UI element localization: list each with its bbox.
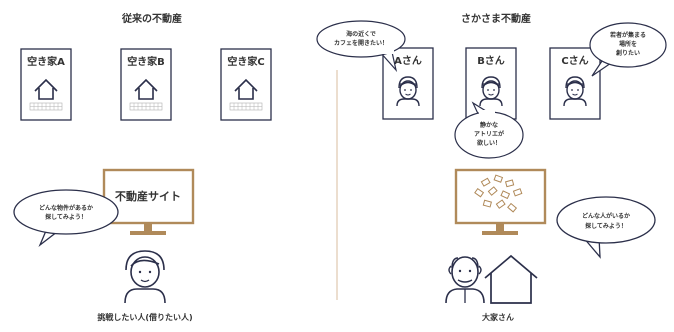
profile-c-bubble-line-3: 創りたい — [615, 49, 640, 57]
profile-b-bubble-line-3: 欲しい！ — [476, 139, 501, 147]
profile-c-speech-bubble: 若者が集まる 場所を 創りたい — [589, 22, 667, 77]
owner-speech-bubble: どんな人がいるか 探してみよう！ — [556, 196, 656, 259]
real-estate-site-label: 不動産サイト — [115, 189, 181, 203]
profile-a-speech-bubble: 海の近くで カフェを開きたい！ — [316, 20, 406, 73]
profile-card-label: Bさん — [477, 55, 505, 67]
seeker-caption: 挑戦したい人(借りたい人) — [97, 312, 192, 322]
owner-bubble-line-2: 探してみよう！ — [585, 222, 627, 230]
left-panel-title: 従来の不動産 — [121, 12, 182, 25]
house-icon — [484, 254, 538, 304]
listing-card-label: 空き家C — [227, 55, 264, 68]
seeker-bubble-line-2: 探してみよう！ — [45, 213, 87, 221]
listing-card-c[interactable]: 空き家C — [220, 48, 272, 121]
listing-card-a[interactable]: 空き家A — [20, 48, 72, 121]
profile-card-label: Aさん — [394, 55, 422, 67]
scattered-profile-cards-icon — [474, 174, 523, 213]
profile-b-speech-bubble: 静かな アトリエが 欲しい！ — [454, 101, 524, 159]
profile-b-bubble-line-2: アトリエが — [474, 130, 504, 138]
landlord-person-icon — [445, 256, 485, 304]
profile-card-b[interactable]: Bさん — [465, 47, 517, 120]
profiles-site-monitor — [454, 168, 547, 235]
right-panel-title: さかさま不動産 — [461, 12, 531, 25]
listing-card-label: 空き家A — [27, 55, 65, 68]
profile-b-bubble-line-1: 静かな — [480, 121, 498, 129]
profile-a-bubble-line-2: カフェを開きたい！ — [334, 39, 388, 47]
profile-card-label: Cさん — [561, 55, 588, 67]
profile-c-bubble-line-1: 若者が集まる — [610, 31, 646, 39]
seeker-bubble-line-1: どんな物件があるか — [39, 204, 93, 212]
profile-card-c[interactable]: Cさん — [549, 47, 601, 120]
listing-card-b[interactable]: 空き家B — [120, 48, 172, 121]
profile-c-bubble-line-2: 場所を — [619, 40, 637, 48]
profile-a-bubble-line-1: 海の近くで — [346, 30, 376, 38]
real-estate-site-monitor: 不動産サイト — [102, 168, 195, 235]
listing-card-label: 空き家B — [127, 55, 165, 68]
seeker-speech-bubble: どんな物件があるか 探してみよう！ — [13, 189, 119, 248]
seeker-person-icon — [124, 250, 166, 304]
landlord-caption: 大家さん — [482, 312, 514, 322]
owner-bubble-line-1: どんな人がいるか — [582, 212, 630, 220]
